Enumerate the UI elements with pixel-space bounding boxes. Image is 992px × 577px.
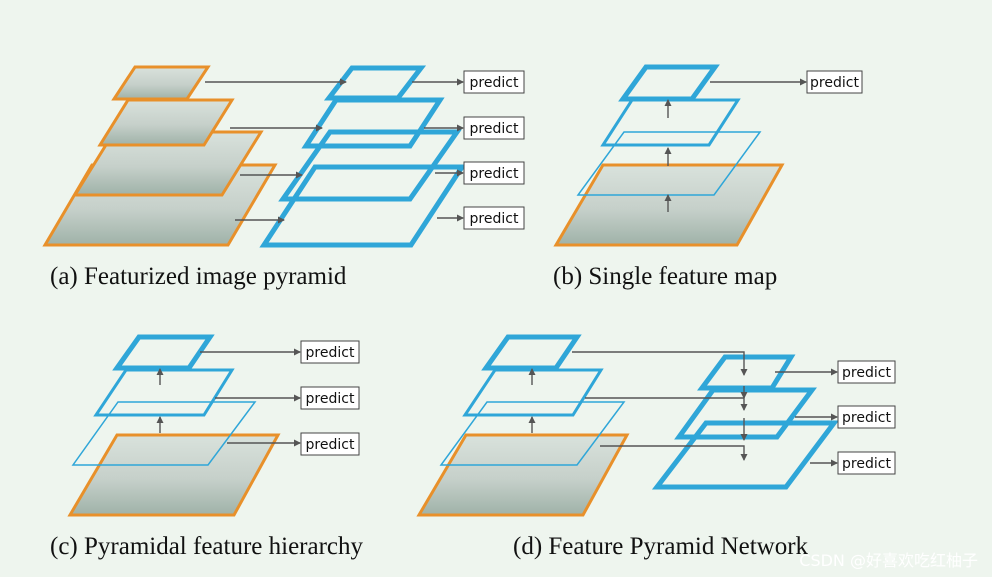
panel-caption: (b) Single feature map — [553, 263, 777, 290]
predict-box: predict — [463, 206, 525, 230]
predict-box: predict — [463, 116, 525, 140]
predict-label: predict — [470, 75, 519, 91]
predict-box: predict — [463, 70, 525, 94]
panel-b: predict (b) Single feature map — [553, 64, 863, 290]
feature-map-2 — [600, 98, 741, 147]
feature-map-3 — [576, 131, 762, 196]
panel-a: predict predict predict predict (a) Feat… — [42, 65, 525, 290]
predict-label: predict — [306, 345, 355, 361]
predict-label: predict — [810, 75, 859, 91]
feature-map-4 — [259, 164, 467, 248]
predict-label: predict — [470, 121, 519, 137]
predict-label: predict — [470, 166, 519, 182]
feature-map-1 — [323, 65, 427, 101]
panel-d: predict predict predict (d) Feature Pyra… — [416, 334, 896, 560]
arrows — [156, 348, 301, 447]
feature-map-1 — [618, 64, 720, 102]
input-image — [553, 163, 785, 247]
feature-map-1 — [112, 334, 215, 371]
predict-label: predict — [842, 456, 891, 472]
predict-box: predict — [837, 360, 896, 384]
input-image — [67, 433, 281, 517]
predict-box: predict — [806, 70, 863, 94]
panel-c: predict predict predict (c) Pyramidal fe… — [50, 334, 364, 560]
watermark: CSDN @好喜欢吃红柚子 — [799, 551, 978, 570]
image-to-feature-arrows — [205, 78, 347, 224]
predict-box: predict — [300, 340, 360, 364]
predict-box: predict — [837, 405, 896, 429]
predict-label: predict — [306, 437, 355, 453]
predict-label: predict — [470, 211, 519, 227]
panel-caption: (d) Feature Pyramid Network — [513, 533, 809, 560]
predict-box: predict — [300, 432, 360, 456]
predict-arrows — [412, 78, 464, 222]
feature-map-2 — [93, 368, 235, 417]
lateral-connections — [572, 351, 748, 461]
top-down-map-1 — [697, 354, 796, 391]
predict-box: predict — [300, 386, 360, 410]
feature-map-3 — [71, 401, 257, 466]
arrow — [572, 351, 748, 376]
image-pyramid — [42, 65, 278, 247]
predict-label: predict — [842, 410, 891, 426]
bottom-up-map-2 — [462, 368, 604, 417]
predict-arrows — [775, 368, 838, 467]
bottom-up-arrows — [664, 78, 807, 212]
panel-caption: (c) Pyramidal feature hierarchy — [50, 533, 364, 560]
predict-label: predict — [306, 391, 355, 407]
bottom-up-map-3 — [439, 401, 626, 466]
arrow — [585, 397, 748, 411]
predict-label: predict — [842, 365, 891, 381]
image-level-1 — [111, 65, 211, 101]
bottom-up-map-1 — [481, 334, 582, 371]
image-level-2 — [97, 98, 235, 147]
panel-caption: (a) Featurized image pyramid — [50, 263, 347, 290]
arrow — [600, 445, 748, 461]
feature-maps — [259, 65, 467, 248]
top-down-map-3 — [651, 420, 839, 490]
top-down-map-2 — [674, 387, 817, 440]
input-image — [416, 433, 630, 517]
predict-box: predict — [463, 161, 525, 185]
predict-box: predict — [837, 451, 896, 475]
